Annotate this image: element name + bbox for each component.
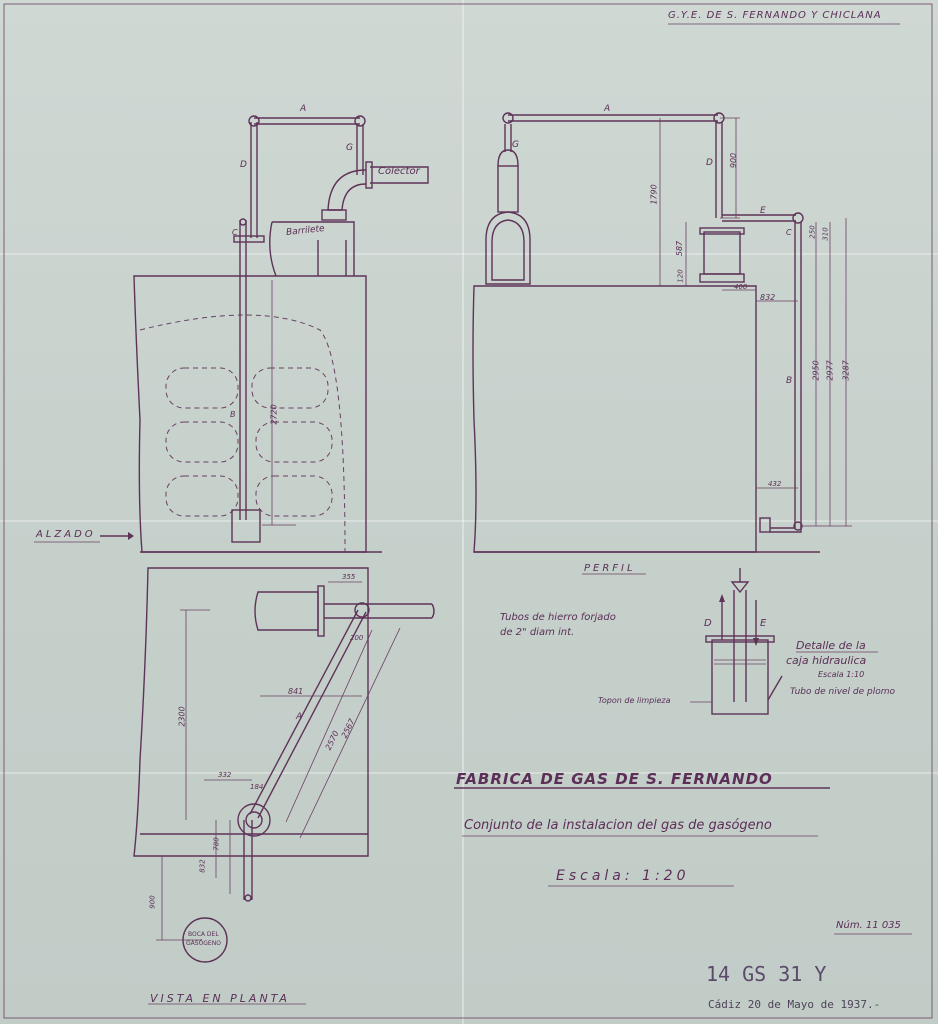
dim-prof-900: 900 [729, 152, 739, 169]
dim-plan-332: 332 [218, 771, 232, 779]
label-boca-line1: BOCA DEL [188, 931, 219, 938]
dim-plan-355: 355 [342, 573, 356, 581]
detail-letter-d: D [704, 618, 712, 629]
pipe-letter-elev-g: G [346, 143, 353, 153]
drawing-title: FABRICA DE GAS DE S. FERNANDO [456, 770, 773, 788]
fold-line-horizontal-1 [0, 253, 938, 255]
dim-prof-832: 832 [760, 293, 776, 302]
dim-plan-200: 200 [350, 634, 364, 642]
sheet-border [3, 3, 933, 1019]
view-label-elevation: ALZADO [36, 529, 96, 540]
drawing-subtitle: Conjunto de la instalacion del gas de ga… [464, 818, 772, 833]
elevation-view [100, 115, 429, 553]
drawing-scale: Escala: 1:20 [556, 868, 690, 884]
detail-title-line2: caja hidraulica [786, 654, 867, 667]
dim-plan-841: 841 [288, 687, 304, 696]
pipe-letter-prof-a: A [604, 104, 611, 114]
dim-plan-780: 780 [212, 837, 221, 851]
dim-prof-1790: 1790 [649, 184, 659, 205]
fold-line-horizontal-3 [0, 772, 938, 774]
pipe-letter-elev-d: D [240, 160, 247, 170]
dim-prof-310: 310 [821, 227, 830, 241]
drawing-number: Núm. 11 035 [836, 920, 901, 931]
profile-gasifier-body [472, 285, 757, 553]
dim-prof-3287: 3287 [841, 360, 851, 381]
view-label-profile: PERFIL [584, 563, 636, 574]
company-header: G.Y.E. DE S. FERNANDO Y CHICLANA [668, 10, 882, 21]
dim-prof-250: 250 [808, 225, 817, 239]
dim-prof-400: 400 [734, 283, 748, 291]
label-colector: Colector [378, 166, 420, 177]
boca-gasogeno-circle [182, 917, 228, 963]
label-boca-line2: GASÓGENO [186, 940, 221, 947]
dim-prof-120: 120 [676, 269, 685, 283]
pipe-letter-plan-a: A [296, 712, 303, 722]
pipe-letter-prof-b: B [786, 376, 793, 386]
fold-line-vertical [462, 0, 464, 1024]
pipe-letter-prof-d: D [706, 158, 713, 168]
dim-plan-2300: 2300 [177, 706, 187, 727]
hydraulic-box-detail [690, 568, 783, 715]
pipe-letter-elev-b: B [230, 410, 236, 419]
view-label-plan: VISTA EN PLANTA [150, 992, 290, 1005]
dim-prof-2950: 2950 [811, 360, 821, 381]
pipe-letter-prof-c: C [786, 228, 792, 237]
dim-elev-2720: 2720 [269, 404, 279, 425]
archive-code: 14 GS 31 Y [706, 962, 827, 986]
pipe-letter-prof-e: E [760, 206, 766, 216]
note-tubos-line1: Tubos de hierro forjado [500, 612, 616, 623]
pipe-letter-elev-c: C [232, 228, 238, 237]
fold-line-horizontal-2 [0, 520, 938, 522]
dim-plan-900: 900 [148, 895, 157, 909]
pipe-letter-elev-a: A [300, 104, 307, 114]
dim-plan-184: 184 [250, 783, 264, 791]
dim-prof-587: 587 [675, 240, 685, 257]
plan-gasifier-outline [133, 567, 369, 857]
detail-title-line1: Detalle de la [796, 639, 866, 652]
elevation-gasifier-body [133, 275, 367, 553]
detail-scale: Escala 1:10 [818, 670, 865, 679]
dim-prof-432: 432 [768, 480, 782, 488]
dim-prof-2977: 2977 [825, 360, 835, 381]
place-date: Cádiz 20 de Mayo de 1937.- [708, 998, 881, 1011]
pipe-letter-prof-g: G [512, 140, 519, 150]
label-topon: Topon de limpieza [598, 696, 671, 705]
detail-letter-e: E [760, 618, 767, 629]
note-tubos-line2: de 2" diam int. [500, 627, 575, 638]
profile-view [472, 112, 852, 553]
plan-view [133, 567, 435, 963]
label-tubo-nivel: Tubo de nivel de plomo [790, 687, 896, 697]
dim-plan-832: 832 [198, 859, 207, 873]
